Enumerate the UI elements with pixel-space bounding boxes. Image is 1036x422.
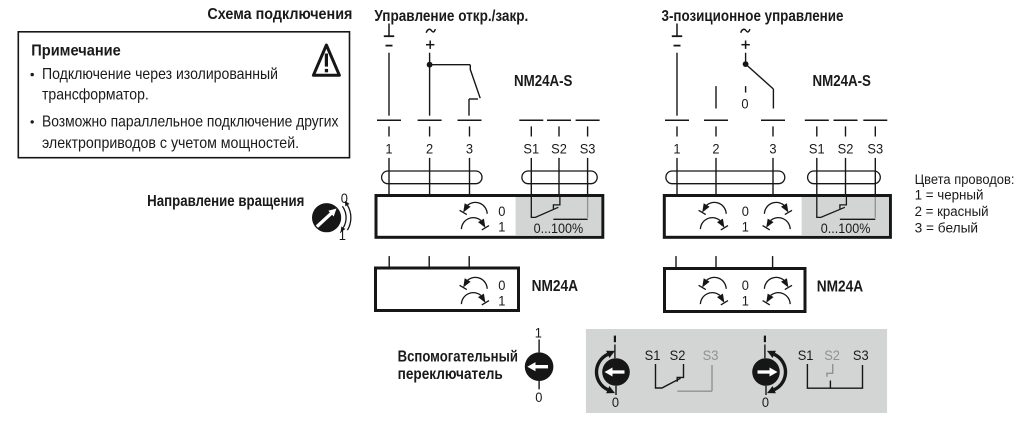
svg-text:1: 1 xyxy=(498,293,505,309)
svg-text:0: 0 xyxy=(742,204,749,220)
svg-text:1: 1 xyxy=(339,228,346,244)
svg-text:S2: S2 xyxy=(670,347,686,363)
svg-text:2: 2 xyxy=(426,141,433,157)
svg-text:S1: S1 xyxy=(798,347,814,363)
svg-text:S2: S2 xyxy=(838,141,854,157)
svg-text:0: 0 xyxy=(341,190,348,206)
svg-text:Управление откр./закр.: Управление откр./закр. xyxy=(374,8,528,25)
svg-text:3 = белый: 3 = белый xyxy=(915,219,978,235)
svg-text:0: 0 xyxy=(498,204,505,220)
svg-text:NM24A: NM24A xyxy=(817,279,864,296)
svg-text:Схема подключения: Схема подключения xyxy=(207,6,352,24)
svg-text:0: 0 xyxy=(741,96,748,112)
svg-text:Направление вращения: Направление вращения xyxy=(147,193,304,210)
svg-text:электроприводов с учетом мощно: электроприводов с учетом мощностей. xyxy=(42,135,299,152)
svg-text:Цвета проводов:: Цвета проводов: xyxy=(915,172,1015,188)
svg-text:2 = красный: 2 = красный xyxy=(915,204,989,219)
svg-text:Примечание: Примечание xyxy=(31,42,120,59)
svg-text:0: 0 xyxy=(762,394,769,410)
svg-text:S3: S3 xyxy=(580,141,596,157)
svg-text:0: 0 xyxy=(742,278,749,294)
svg-text:S3: S3 xyxy=(867,141,883,157)
svg-text:Подключение через изолированны: Подключение через изолированный xyxy=(42,66,278,83)
svg-text:1: 1 xyxy=(385,141,392,157)
svg-text:1: 1 xyxy=(742,293,749,309)
svg-text:1 = черный: 1 = черный xyxy=(915,187,984,202)
svg-text:3: 3 xyxy=(769,141,776,157)
svg-text:S3: S3 xyxy=(853,347,869,363)
svg-text:0: 0 xyxy=(535,389,542,405)
svg-text:NM24A-S: NM24A-S xyxy=(813,73,872,90)
svg-text:NM24A: NM24A xyxy=(532,278,579,295)
svg-text:0: 0 xyxy=(612,394,619,410)
svg-text:2: 2 xyxy=(712,141,719,157)
svg-text:переключатель: переключатель xyxy=(398,366,503,383)
svg-text:3-позиционное управление: 3-позиционное управление xyxy=(662,8,844,25)
svg-text:1: 1 xyxy=(535,325,542,341)
svg-text:3: 3 xyxy=(466,141,473,157)
svg-text:1: 1 xyxy=(742,219,749,235)
svg-text:S1: S1 xyxy=(809,141,825,157)
svg-text:0: 0 xyxy=(498,278,505,294)
svg-text:S2: S2 xyxy=(824,347,840,363)
svg-text:S2: S2 xyxy=(551,141,567,157)
svg-text:0...100%: 0...100% xyxy=(534,220,584,236)
svg-text:Вспомогательный: Вспомогательный xyxy=(398,349,518,366)
svg-text:Возможно параллельное подключе: Возможно параллельное подключение других xyxy=(42,114,339,131)
svg-text:S3: S3 xyxy=(703,347,719,363)
svg-text:трансформатор.: трансформатор. xyxy=(42,87,149,104)
svg-text:1: 1 xyxy=(498,219,505,235)
svg-text:NM24A-S: NM24A-S xyxy=(514,73,573,90)
svg-text:1: 1 xyxy=(673,141,680,157)
svg-text:0...100%: 0...100% xyxy=(821,220,871,236)
svg-text:S1: S1 xyxy=(645,347,661,363)
svg-text:S1: S1 xyxy=(523,141,539,157)
